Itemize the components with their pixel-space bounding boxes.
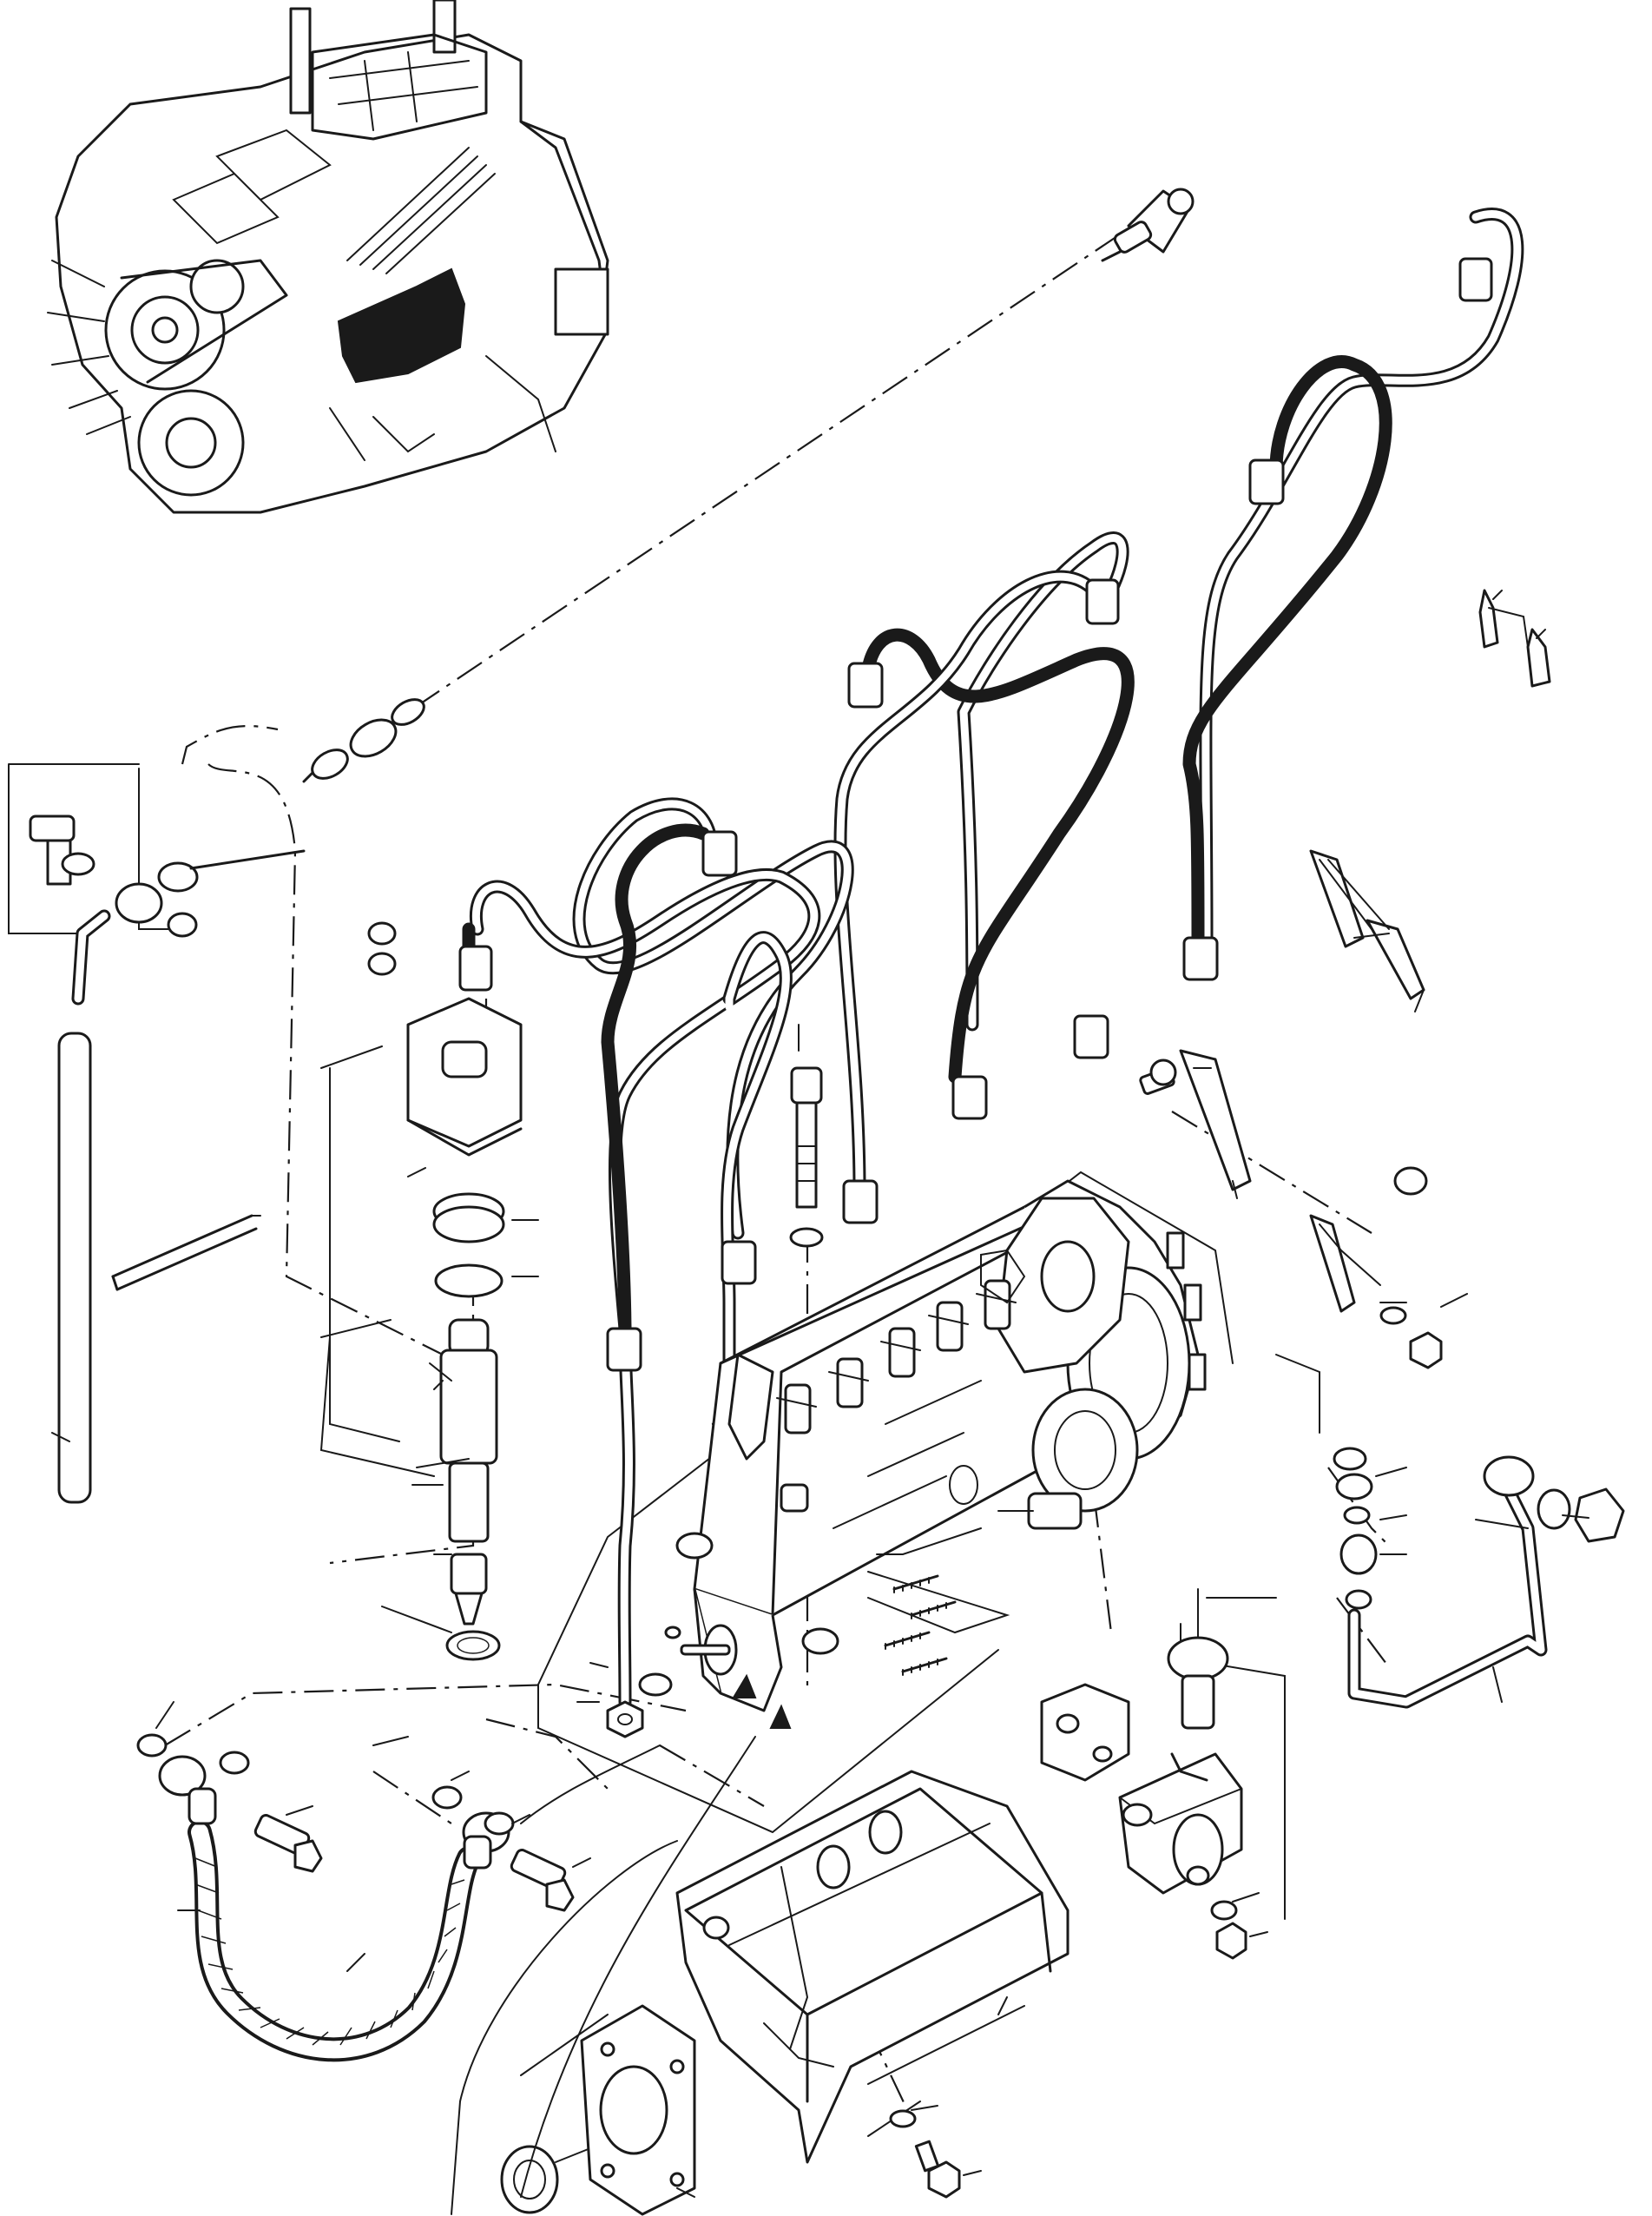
bracket-bolt-washer (889, 2105, 982, 2199)
pump-drive-seal (500, 2144, 600, 2214)
return-pipe-fittings (302, 698, 425, 783)
fuel-filter-priming-pump (1040, 1636, 1268, 1960)
feed-return-pipe (1347, 1455, 1625, 1709)
alignment-arrows (732, 1673, 792, 1729)
pipe-support-bracket-lower (1139, 1049, 1381, 1313)
fuel-tee-fitting (29, 815, 306, 1006)
pump-mounting-bolt (789, 1024, 824, 1248)
feed-pump-inlet-fitting (1333, 1447, 1407, 1610)
pipe-clamp-clips (1478, 589, 1551, 688)
bracket-nut-washer (1379, 1166, 1468, 1369)
injector-cross-tie-lines (320, 1045, 539, 1633)
pipe-union-nuts (458, 257, 1493, 1372)
injector-pipes (462, 208, 1524, 1709)
engine-assembly-thumbnail (47, 0, 609, 514)
overflow-banjo-fitting (1101, 188, 1195, 262)
braided-fuel-hose (136, 1701, 591, 2062)
pipe-support-bracket-upper (1309, 849, 1425, 1012)
drive-flange-gasket (580, 2004, 696, 2216)
fuel-injector-assembly (367, 921, 523, 1661)
fuel-injection-pump (675, 1179, 1207, 1712)
pump-drive-lines (451, 1736, 756, 2215)
pump-drive-nut-washer (576, 1626, 681, 1738)
pump-support-bracket (675, 1770, 1070, 2164)
fuel-leak-off-pipe (51, 1032, 261, 1504)
pump-studs (867, 1527, 1010, 1676)
